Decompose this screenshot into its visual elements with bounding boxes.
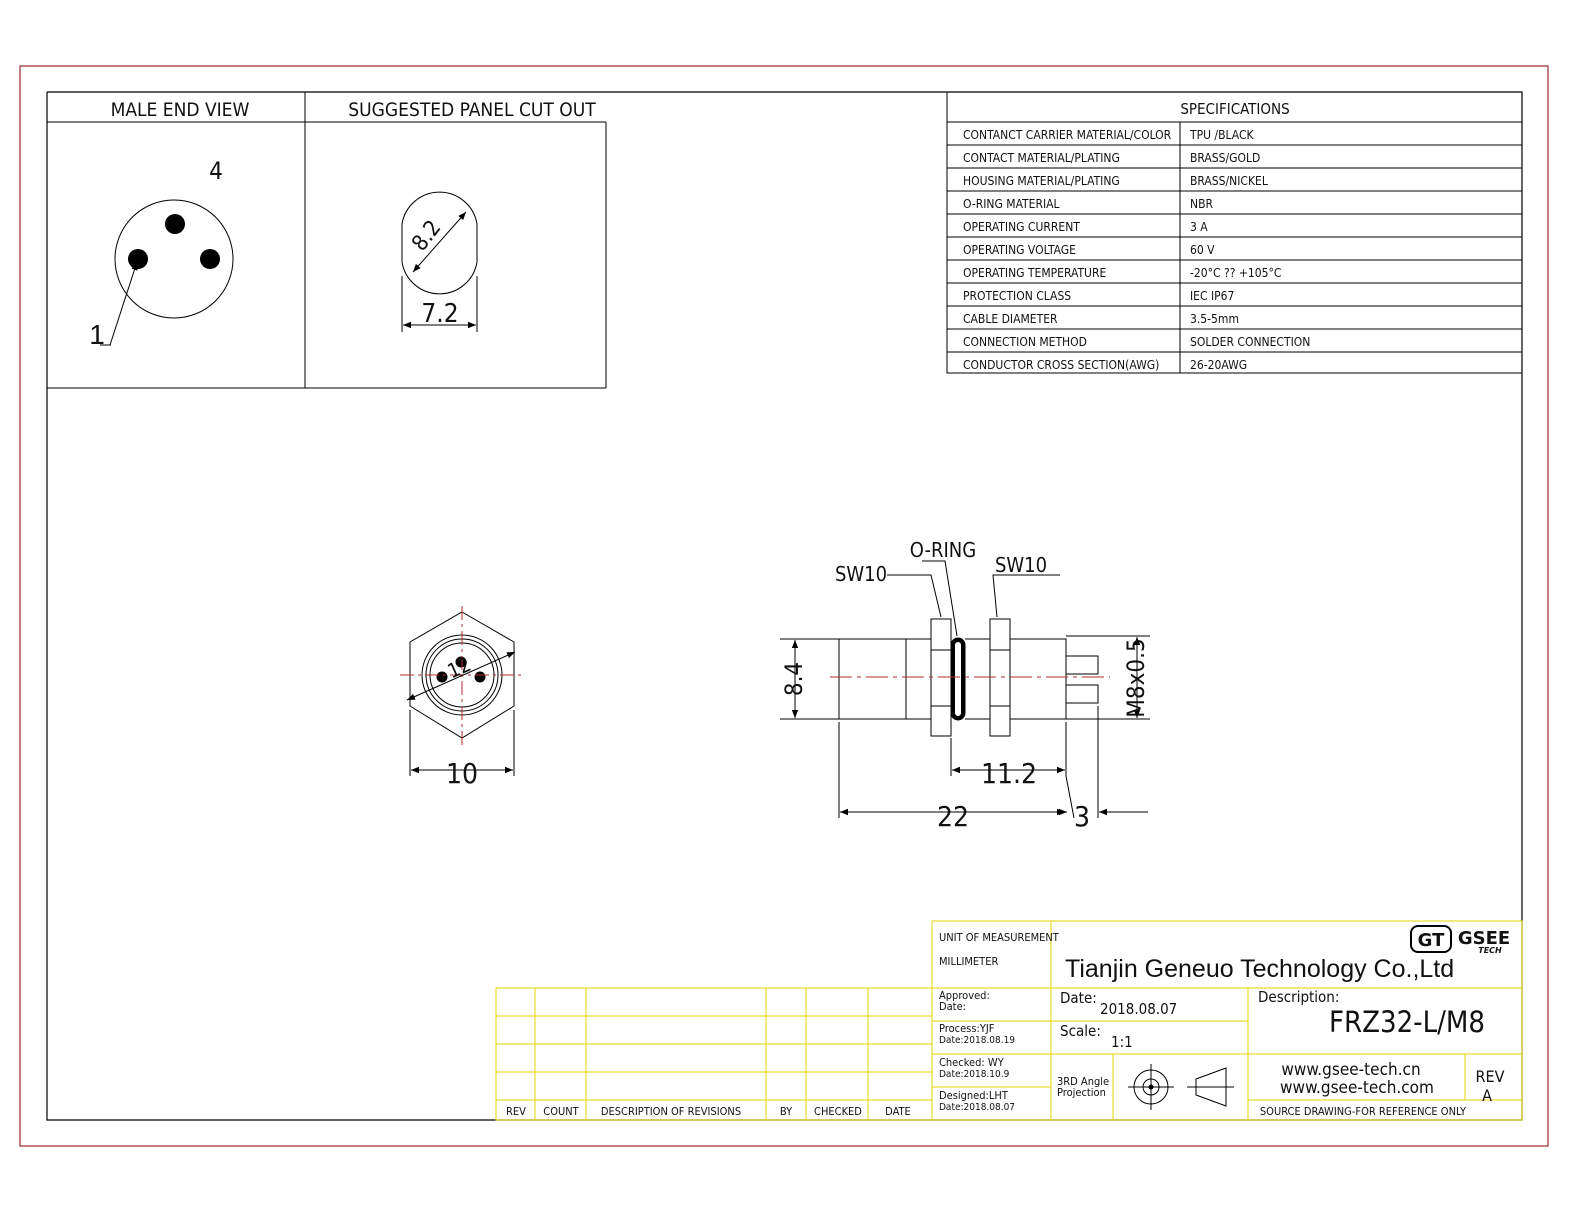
hex-front-view — [400, 606, 524, 776]
url-cn: www.gsee-tech.cn — [1281, 1060, 1420, 1080]
spec-value: 26-20AWG — [1190, 358, 1247, 372]
spec-label: O-RING MATERIAL — [963, 197, 1060, 211]
hex-width-label: 10 — [446, 757, 478, 790]
date-label: Date: — [1060, 989, 1097, 1007]
description-label: Description: — [1258, 988, 1339, 1006]
rev-header: REV — [506, 1105, 526, 1118]
process-label: Process:YJF — [939, 1022, 995, 1035]
sw-left-label: SW10 — [835, 562, 887, 586]
pin-1-label: 1 — [89, 319, 105, 350]
male-end-view-title: MALE END VIEW — [111, 99, 250, 121]
spec-label: CONTANCT CARRIER MATERIAL/COLOR — [963, 128, 1172, 142]
date-header: DATE — [885, 1105, 911, 1118]
logo-mark: GT — [1418, 930, 1445, 951]
spec-label: HOUSING MATERIAL/PLATING — [963, 174, 1120, 188]
rev-value: A — [1482, 1086, 1492, 1105]
by-header: BY — [780, 1105, 793, 1118]
revisions-table-grid — [495, 987, 933, 1121]
o-ring-label: O-RING — [910, 538, 976, 562]
spec-label: CONDUCTOR CROSS SECTION(AWG) — [963, 358, 1159, 372]
dim-thread: M8x0.5 — [1122, 638, 1150, 717]
sw-right-label: SW10 — [995, 553, 1047, 577]
panel-cut-out-drawing — [401, 191, 478, 332]
count-header: COUNT — [543, 1105, 579, 1118]
specs-rows: CONTANCT CARRIER MATERIAL/COLOR TPU /BLAC… — [963, 128, 1310, 372]
designed-date: Date:2018.08.07 — [939, 1102, 1015, 1113]
spec-value: -20°C ?? +105°C — [1190, 266, 1281, 280]
spec-value: BRASS/GOLD — [1190, 151, 1260, 165]
spec-value: IEC IP67 — [1190, 289, 1234, 303]
spec-value: BRASS/NICKEL — [1190, 174, 1268, 188]
projection-line-1: 3RD Angle — [1057, 1075, 1109, 1088]
spec-value: 3.5-5mm — [1190, 312, 1239, 326]
spec-label: CONTACT MATERIAL/PLATING — [963, 151, 1120, 165]
company-name: Tianjin Geneuo Technology Co.,Ltd — [1065, 955, 1454, 983]
spec-label: CONNECTION METHOD — [963, 335, 1087, 349]
unit-value: MILLIMETER — [939, 955, 998, 968]
spec-label: CABLE DIAMETER — [963, 312, 1058, 326]
logo-text: GSEE — [1458, 928, 1510, 949]
dim-left-diameter: 8.4 — [780, 662, 808, 696]
scale-value: 1:1 — [1111, 1033, 1133, 1051]
spec-value: TPU /BLACK — [1189, 128, 1254, 142]
designed-label: Designed:LHT — [939, 1089, 1009, 1102]
specs-table-grid — [946, 91, 1523, 374]
dim-11-2: 11.2 — [981, 757, 1037, 790]
approved-label: Approved: — [939, 989, 990, 1002]
third-angle-projection-icon — [1128, 1064, 1234, 1110]
checked-label: Checked: WY — [939, 1056, 1005, 1069]
projection-line-2: Projection — [1057, 1086, 1106, 1099]
spec-label: PROTECTION CLASS — [963, 289, 1071, 303]
description-value: FRZ32-L/M8 — [1329, 1005, 1485, 1039]
checked-date: Date:2018.10.9 — [939, 1069, 1010, 1080]
spec-label: OPERATING TEMPERATURE — [963, 266, 1106, 280]
spec-value: 3 A — [1190, 220, 1208, 234]
male-end-view-drawing — [100, 199, 234, 346]
process-date: Date:2018.08.19 — [939, 1035, 1015, 1046]
spec-label: OPERATING VOLTAGE — [963, 243, 1076, 257]
date-value: 2018.08.07 — [1100, 1000, 1177, 1018]
spec-value: SOLDER CONNECTION — [1190, 335, 1310, 349]
cut-flat-label: 7.2 — [421, 299, 458, 329]
url-com: www.gsee-tech.com — [1280, 1078, 1434, 1098]
dim-22: 22 — [937, 800, 969, 833]
scale-label: Scale: — [1060, 1022, 1101, 1040]
end-view-panel — [47, 92, 607, 389]
logo-sub: TECH — [1478, 946, 1502, 955]
reference-note: SOURCE DRAWING-FOR REFERENCE ONLY — [1260, 1105, 1467, 1118]
checked-header: CHECKED — [814, 1105, 862, 1118]
panel-cut-out-title: SUGGESTED PANEL CUT OUT — [348, 99, 596, 121]
spec-value: NBR — [1190, 197, 1213, 211]
spec-label: OPERATING CURRENT — [963, 220, 1080, 234]
cut-diameter-label: 8.2 — [407, 216, 446, 256]
hex-diameter-label: 12 — [444, 652, 475, 683]
rev-label: REV — [1476, 1067, 1505, 1086]
pin-4-label: 4 — [209, 157, 223, 185]
specs-title: SPECIFICATIONS — [1180, 100, 1289, 118]
spec-value: 60 V — [1190, 243, 1215, 257]
company-logo: GT GSEE TECH — [1410, 925, 1510, 955]
connector-side-view — [780, 560, 1150, 819]
description-header: DESCRIPTION OF REVISIONS — [601, 1105, 741, 1118]
dim-3: 3 — [1074, 800, 1090, 833]
unit-label: UNIT OF MEASUREMENT — [939, 931, 1060, 944]
title-block-grid — [931, 920, 1523, 1121]
approved-date: Date: — [939, 1000, 966, 1013]
outer-frame — [19, 65, 1549, 1147]
